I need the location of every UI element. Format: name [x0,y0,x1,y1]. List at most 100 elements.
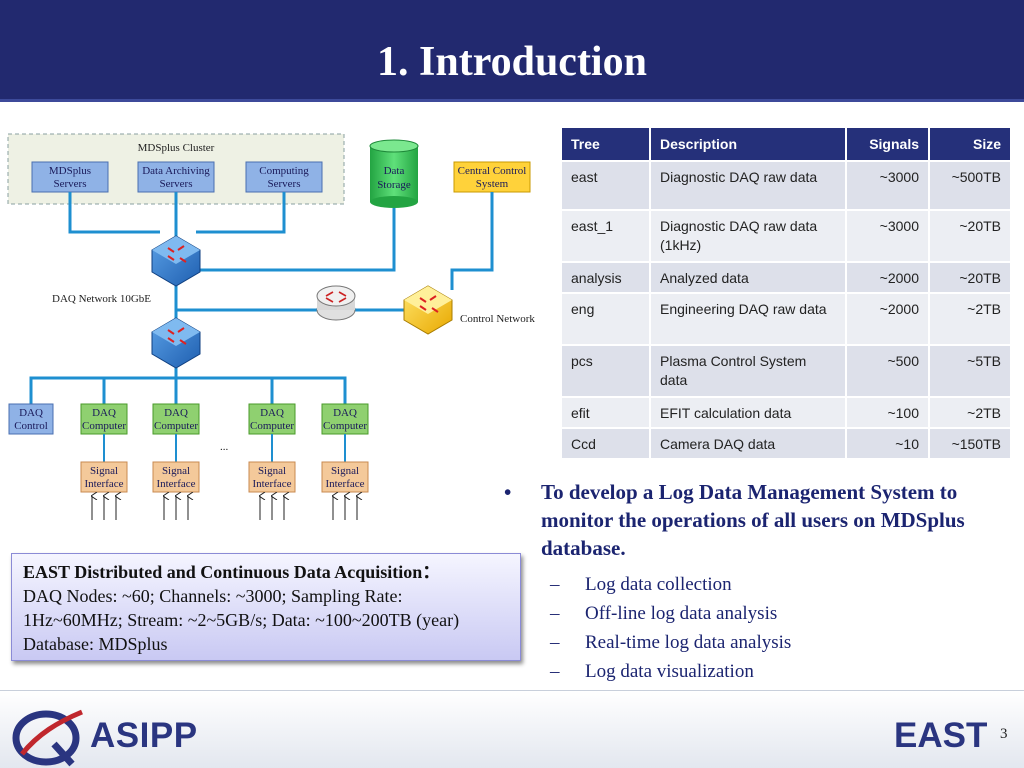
svg-text:Interface: Interface [156,478,195,490]
cell-description: Engineering DAQ raw data [651,292,847,344]
list-item: –Log data visualization [550,661,754,682]
cell-signals: ~2000 [847,261,930,292]
table-row: east Diagnostic DAQ raw data ~3000 ~500T… [562,160,1012,209]
table-header-row: Tree Description Signals Size [562,128,1012,160]
mdsplus-tree-table: Tree Description Signals Size east Diagn… [562,128,1012,458]
title-bar: 1. Introduction [0,0,1024,102]
summary-title: EAST Distributed and Continuous Data Acq… [23,562,441,582]
svg-text:Signal: Signal [258,465,286,477]
svg-text:DAQ: DAQ [92,407,116,419]
cell-signals: ~3000 [847,160,930,209]
list-item: –Off-line log data analysis [550,603,778,624]
cell-description: Plasma Control System data [651,344,847,396]
cell-tree: efit [562,396,651,427]
router-icon [316,285,356,321]
signal-interface-box: Signal Interface [248,461,296,493]
cell-signals: ~10 [847,427,930,458]
cell-size: ~150TB [930,427,1012,458]
cell-tree: eng [562,292,651,344]
signal-interface-box: Signal Interface [321,461,369,493]
svg-text:Storage: Storage [377,179,411,191]
signal-interface-box: Signal Interface [80,461,128,493]
svg-text:Computer: Computer [323,420,367,432]
cell-tree: analysis [562,261,651,292]
daq-computer-box: DAQ Computer [152,403,200,435]
goal-bullets: • To develop a Log Data Management Syste… [500,478,1010,686]
table-row: efit EFIT calculation data ~100 ~2TB [562,396,1012,427]
svg-text:Control: Control [14,420,48,432]
list-item: –Real-time log data analysis [550,632,792,653]
cell-size: ~2TB [930,396,1012,427]
interface-links [103,434,346,462]
sub-bullet-list: –Log data collection –Off-line log data … [500,570,1010,686]
asipp-logo-icon [12,709,83,767]
table-row: eng Engineering DAQ raw data ~2000 ~2TB [562,292,1012,344]
table-row: analysis Analyzed data ~2000 ~20TB [562,261,1012,292]
slide-title: 1. Introduction [377,39,647,85]
cell-description: Analyzed data [651,261,847,292]
cell-size: ~500TB [930,160,1012,209]
east-daq-summary-box: EAST Distributed and Continuous Data Acq… [11,553,521,661]
svg-text:Signal: Signal [90,465,118,477]
svg-text:MDSplus: MDSplus [49,165,91,177]
column-header-size: Size [930,128,1012,160]
signal-interface-box: Signal Interface [152,461,200,493]
svg-text:Interface: Interface [252,478,291,490]
list-item: –Log data collection [550,574,732,595]
column-header-description: Description [651,128,847,160]
daq-architecture-diagram: MDSplus Cluster MDSplus Servers Data Arc… [0,110,560,530]
svg-text:Signal: Signal [331,465,359,477]
computing-servers-box: Computing Servers [245,161,323,193]
data-archiving-servers-box: Data Archiving Servers [137,161,215,193]
daq-computer-box: DAQ Computer [321,403,369,435]
svg-text:Computer: Computer [250,420,294,432]
cell-description: EFIT calculation data [651,396,847,427]
signal-input-arrows [92,496,357,520]
control-network-switch-icon [403,285,453,335]
svg-text:DAQ: DAQ [19,407,43,419]
daq-computer-box: DAQ Computer [80,403,128,435]
cell-signals: ~100 [847,396,930,427]
asipp-brand: ASIPP [90,716,198,755]
central-control-system-box: Central Control System [453,161,531,193]
cell-description: Diagnostic DAQ raw data (1kHz) [651,209,847,261]
cell-tree: pcs [562,344,651,396]
svg-text:Signal: Signal [162,465,190,477]
main-bullet-text: To develop a Log Data Management System … [541,480,965,560]
svg-text:Computer: Computer [154,420,198,432]
bullet-marker: • [504,480,512,504]
table-row: pcs Plasma Control System data ~500 ~5TB [562,344,1012,396]
svg-text:Data: Data [384,165,405,177]
svg-text:Servers: Servers [54,178,87,190]
cell-description: Camera DAQ data [651,427,847,458]
summary-line: 1Hz~60MHz; Stream: ~2~5GB/s; Data: ~100~… [23,610,460,630]
cluster-label: MDSplus Cluster [138,142,215,154]
svg-text:DAQ: DAQ [260,407,284,419]
svg-text:Central Control: Central Control [458,165,527,177]
page-number: 3 [1000,726,1008,742]
svg-text:Interface: Interface [84,478,123,490]
svg-text:Data Archiving: Data Archiving [142,165,210,177]
summary-line: Database: MDSplus [23,634,168,654]
column-header-signals: Signals [847,128,930,160]
summary-line: DAQ Nodes: ~60; Channels: ~3000; Samplin… [23,586,403,606]
table-row: east_1 Diagnostic DAQ raw data (1kHz) ~3… [562,209,1012,261]
cell-size: ~2TB [930,292,1012,344]
column-header-tree: Tree [562,128,651,160]
daq-computer-box: DAQ Computer [248,403,296,435]
east-brand: EAST [894,716,988,755]
svg-text:Servers: Servers [268,178,301,190]
cell-signals: ~500 [847,344,930,396]
svg-text:Computing: Computing [259,165,309,177]
svg-text:Servers: Servers [160,178,193,190]
cell-size: ~20TB [930,261,1012,292]
svg-text:Computer: Computer [82,420,126,432]
daq-edge-switch-icon [151,317,201,369]
svg-text:DAQ: DAQ [164,407,188,419]
cell-tree: Ccd [562,427,651,458]
svg-text:DAQ: DAQ [333,407,357,419]
cell-tree: east [562,160,651,209]
cell-size: ~5TB [930,344,1012,396]
cell-tree: east_1 [562,209,651,261]
main-bullet: • To develop a Log Data Management Syste… [500,478,1010,562]
